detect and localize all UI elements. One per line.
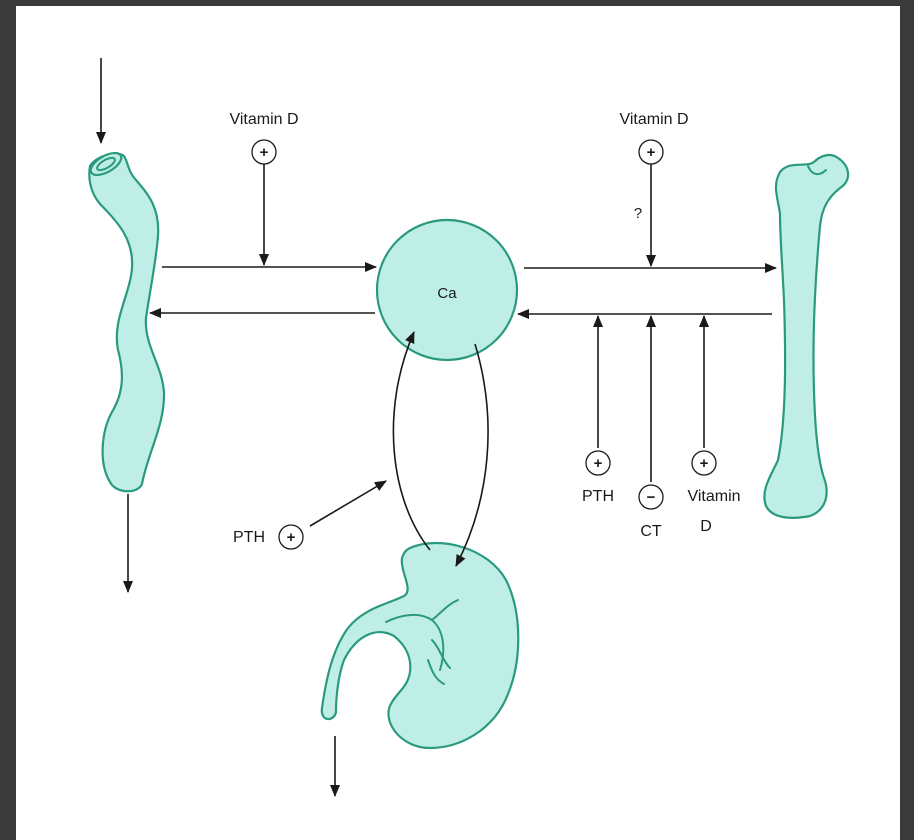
svg-text:+: + <box>287 529 296 546</box>
plus-sign-icon: + <box>639 140 663 164</box>
diagram-frame: Ca Vitamin D + Vitamin D + ? + PTH − CT … <box>16 6 900 840</box>
pth-kidney-label: PTH <box>233 529 265 546</box>
svg-text:+: + <box>594 455 603 472</box>
bone-icon <box>764 155 848 518</box>
ct-label: CT <box>640 523 662 540</box>
kidney-reabsorption-arrow <box>393 332 430 550</box>
svg-text:+: + <box>647 144 656 161</box>
plus-sign-icon: + <box>279 525 303 549</box>
svg-text:−: − <box>647 489 656 506</box>
plus-sign-icon: + <box>586 451 610 475</box>
plus-sign-icon: + <box>692 451 716 475</box>
kidney-filtration-arrow <box>456 344 488 566</box>
vitamin-d-bone-label: Vitamin D <box>619 111 688 128</box>
pth-bone-label: PTH <box>582 488 614 505</box>
plus-sign-icon: + <box>252 140 276 164</box>
calcium-label: Ca <box>437 285 457 302</box>
svg-text:+: + <box>260 144 269 161</box>
minus-sign-icon: − <box>639 485 663 509</box>
vitamin-d-gut-label: Vitamin D <box>229 111 298 128</box>
uncertain-mark: ? <box>634 205 642 222</box>
calcium-regulation-diagram: Ca Vitamin D + Vitamin D + ? + PTH − CT … <box>16 6 900 840</box>
intestine-icon <box>87 149 164 492</box>
svg-text:+: + <box>700 455 709 472</box>
d-bone-release-label: D <box>700 518 712 535</box>
pth-kidney-arrow <box>310 481 386 526</box>
kidney-icon <box>322 543 518 748</box>
vitamin-bone-release-label: Vitamin <box>687 488 740 505</box>
